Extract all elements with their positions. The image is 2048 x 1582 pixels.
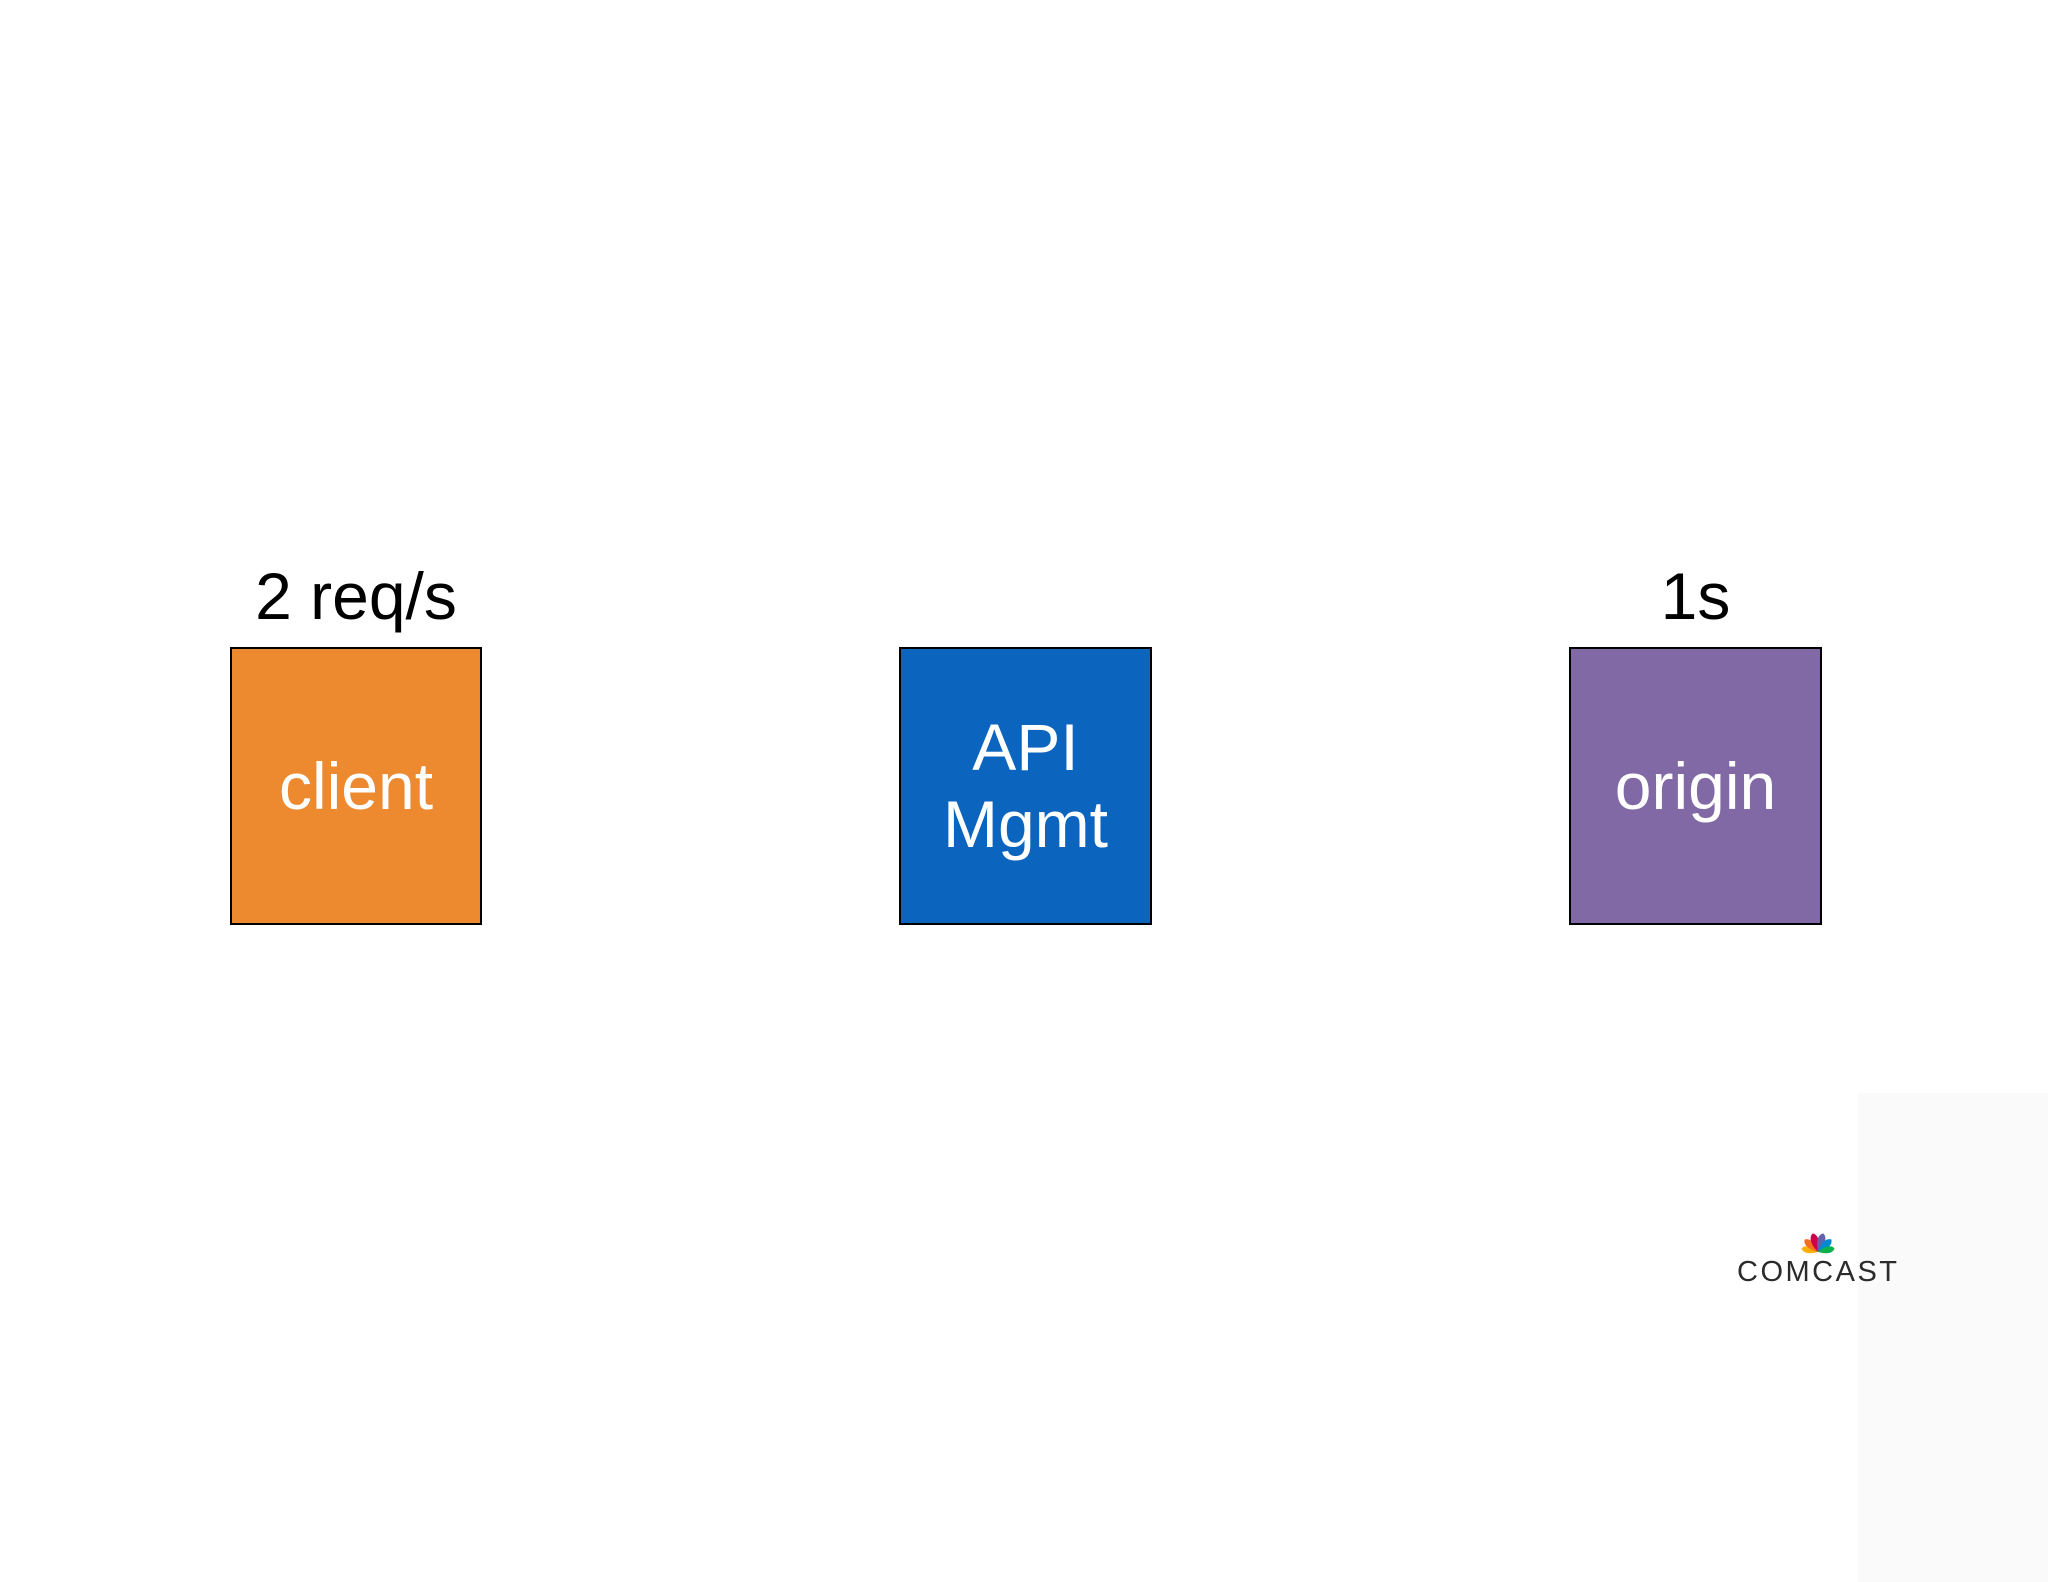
peacock-feather-orange [1803,1239,1818,1252]
api-mgmt-node-label-line2: Mgmt [943,787,1108,861]
peacock-feather-purple [1816,1233,1825,1252]
client-node-label: client [278,748,434,823]
comcast-wordmark: COMCAST [1737,1256,1900,1288]
peacock-feather-blue [1817,1239,1832,1252]
origin-node-label: origin [1614,748,1777,823]
peacock-feather-green [1817,1246,1835,1254]
origin-node: origin [1569,647,1822,925]
right-edge-shade [1858,1093,2048,1582]
api-mgmt-node: API Mgmt [899,647,1152,925]
api-mgmt-node-label-line1: API [972,710,1079,785]
comcast-logo: COMCAST [1737,1220,1898,1287]
nbc-peacock-icon [1800,1233,1835,1254]
origin-latency-label: 1s [1660,559,1731,633]
peacock-feather-red [1810,1233,1819,1252]
client-rate-label: 2 req/s [255,559,457,633]
peacock-feather-yellow [1800,1246,1818,1254]
client-node: client [230,647,482,925]
